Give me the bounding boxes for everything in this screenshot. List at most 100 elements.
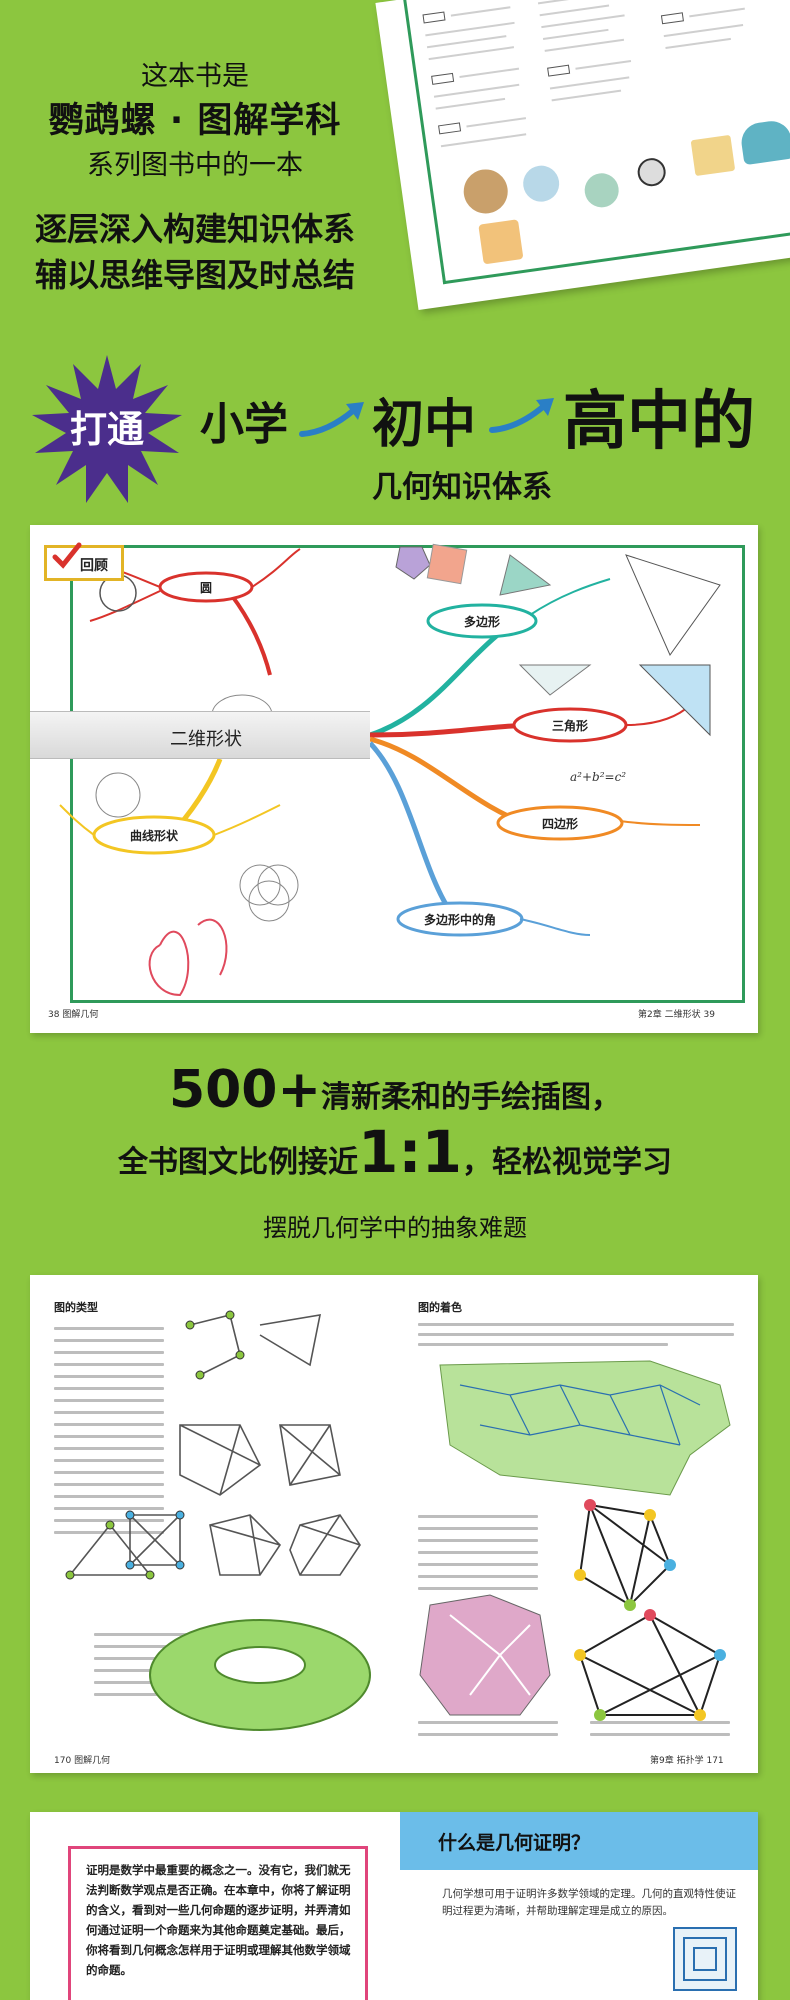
text-line — [94, 1693, 204, 1696]
text-line — [54, 1411, 164, 1414]
chapter-intro-box — [68, 1846, 368, 2000]
text-line — [418, 1733, 558, 1736]
page-number: 39 — [703, 1010, 715, 1020]
text-line — [54, 1435, 164, 1438]
toc-line — [440, 133, 527, 148]
right-page-heading: 图的着色 — [418, 1301, 462, 1314]
chapter-band — [30, 711, 370, 759]
ratio-text: 1:1 — [358, 1118, 462, 1186]
toc-chapter-tag — [660, 12, 684, 25]
toc-chapter-tag — [547, 64, 571, 77]
toc-chapter-tag — [438, 122, 462, 135]
toc-line — [433, 83, 520, 98]
badge-label: 打通 — [70, 408, 144, 451]
snowflake-icon — [520, 163, 562, 204]
graph-illustrations — [65, 1310, 731, 1731]
text-line — [418, 1587, 538, 1590]
slogan-line-1-text: 清新柔和的手绘插图， — [321, 1080, 622, 1115]
maze-illustration-icon — [673, 1927, 737, 1991]
flower-pattern-icon — [582, 171, 621, 210]
section-title: 什么是几何证明？ — [438, 1832, 591, 1854]
text-line — [54, 1351, 164, 1354]
text-line — [94, 1669, 204, 1672]
text-line — [54, 1531, 164, 1534]
series-name: 鹦鹉螺 · 图解学科 — [48, 101, 342, 141]
toc-line — [665, 37, 732, 50]
soccer-ball-icon — [635, 156, 668, 188]
text-line — [54, 1495, 164, 1498]
toc-line — [551, 89, 622, 102]
intro-text-block: 这本书是 鹦鹉螺 · 图解学科 系列图书中的一本 逐层深入构建知识体系 辅以思维… — [30, 58, 360, 298]
book-title: 图解几何 — [74, 1756, 111, 1766]
text-line — [94, 1645, 204, 1648]
toc-line — [425, 21, 515, 37]
text-line — [54, 1483, 164, 1486]
intro-line-1: 这本书是 — [141, 61, 249, 92]
text-line — [54, 1447, 164, 1450]
toc-line — [689, 7, 745, 18]
node-polygon-angles: 多边形中的角 — [423, 913, 496, 927]
slogan-line-2-end: ，轻松视觉学习 — [461, 1145, 672, 1180]
text-line — [418, 1539, 538, 1542]
checkmark-icon — [52, 542, 82, 569]
text-line — [418, 1515, 538, 1518]
text-line — [54, 1375, 164, 1378]
toc-line — [466, 117, 527, 128]
graph-page-number-left: 170 图解几何 — [54, 1753, 110, 1766]
stage-primary: 小学 — [200, 399, 288, 450]
text-line — [54, 1327, 164, 1330]
text-line — [418, 1323, 734, 1326]
toc-line — [537, 0, 618, 5]
intro-line-3: 系列图书中的一本 — [87, 150, 303, 181]
toc-line — [459, 67, 520, 78]
toc-line — [450, 6, 511, 17]
text-line — [418, 1527, 538, 1530]
table-of-contents-page-image — [375, 0, 790, 310]
node-triangle: 三角形 — [551, 719, 588, 733]
arrow-right-up-icon — [299, 402, 364, 437]
toc-line — [539, 4, 610, 17]
text-line — [54, 1507, 164, 1510]
node-quadrilateral: 四边形 — [541, 817, 578, 831]
text-line — [54, 1519, 164, 1522]
mindmap-page-number-left: 38 图解几何 — [48, 1007, 98, 1020]
node-polygon: 多边形 — [463, 615, 500, 629]
graph-page-number-right: 第9章 拓扑学 171 — [650, 1753, 724, 1766]
text-line — [94, 1633, 204, 1636]
chapter-title: 第9章 拓扑学 — [650, 1756, 704, 1766]
toc-frame — [403, 0, 790, 285]
stage-high: 高中的 — [563, 385, 755, 459]
text-line — [54, 1471, 164, 1474]
pythagoras-formula: a²+b²=c² — [570, 770, 626, 784]
text-line — [54, 1459, 164, 1462]
toc-line — [541, 14, 625, 29]
toc-line — [428, 46, 515, 61]
tile-pattern-icon — [478, 219, 524, 265]
toc-line — [426, 35, 507, 49]
chapter-band-label: 二维形状 — [170, 729, 242, 750]
toc-line — [542, 28, 609, 40]
slogan-line-1: 500+清新柔和的手绘插图， — [0, 1060, 790, 1120]
text-line — [418, 1333, 734, 1336]
toc-line — [663, 24, 744, 38]
text-line — [54, 1423, 164, 1426]
banner-subtitle: 几何知识体系 — [372, 470, 552, 505]
book-title: 图解几何 — [62, 1010, 99, 1020]
intro-line-4: 逐层深入构建知识体系 — [34, 210, 355, 248]
slogan-line-2-start: 全书图文比例接近 — [118, 1145, 359, 1180]
text-line — [590, 1733, 730, 1736]
page-number: 170 — [54, 1756, 72, 1766]
review-label: 回顾 — [80, 558, 108, 574]
section-title-banner — [400, 1812, 758, 1870]
node-circle: 圆 — [199, 581, 212, 595]
node-curve-shape: 曲线形状 — [129, 829, 178, 843]
purse-icon — [739, 118, 790, 166]
mindmap-branches: a²+b²=c² — [59, 543, 721, 997]
chapter-intro-text: 证明是数学中最重要的概念之一。没有它，我们就无法判断数学观点是否正确。在本章中，… — [86, 1863, 351, 1977]
toc-line — [549, 76, 630, 90]
text-line — [590, 1721, 730, 1724]
left-page-heading: 图的类型 — [54, 1301, 98, 1314]
text-line — [418, 1563, 538, 1566]
mindmap-spread-image: a²+b²=c² 二维形状 回顾 圆 多边形 三角形 四边形 曲线形状 多边形中… — [30, 525, 758, 1033]
toc-chapter-tag — [431, 72, 455, 85]
